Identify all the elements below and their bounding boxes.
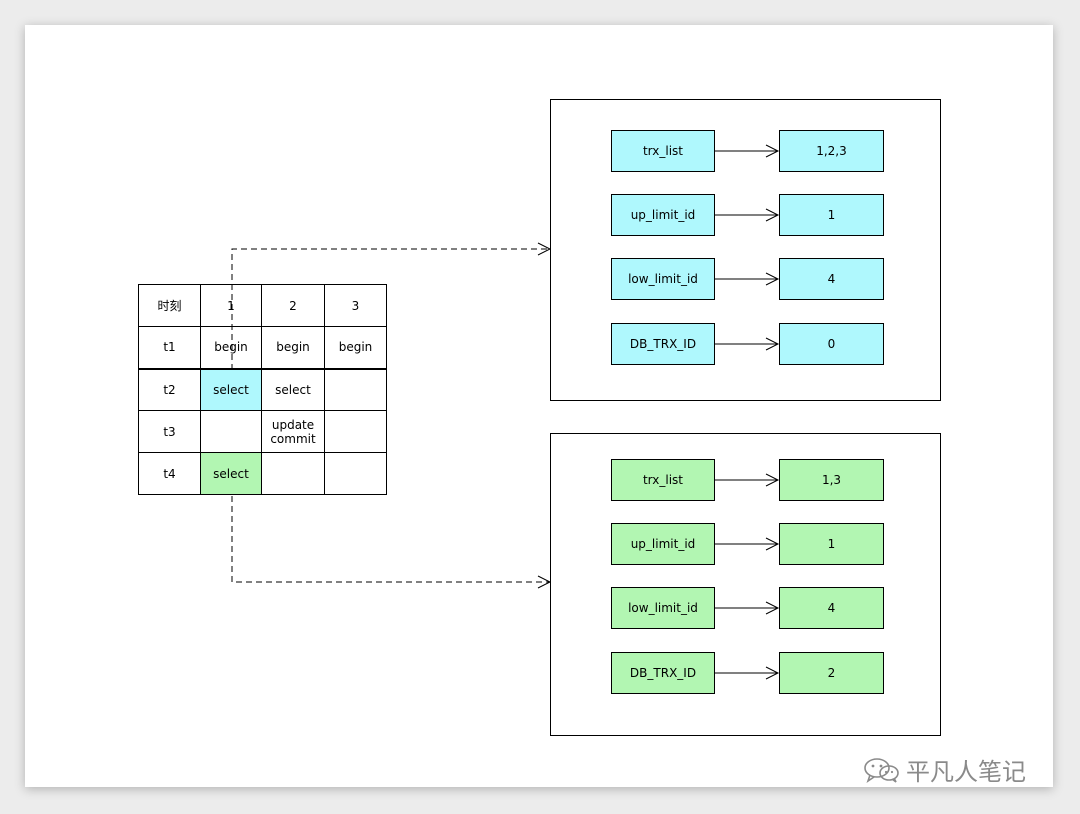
table-header-row: 时刻 1 2 3 — [138, 284, 387, 327]
value-box: 1,3 — [779, 459, 884, 501]
table-row: t1 begin begin begin — [138, 326, 387, 370]
field-box: DB_TRX_ID — [611, 652, 715, 694]
value-box: 0 — [779, 323, 884, 365]
field-box: DB_TRX_ID — [611, 323, 715, 365]
cell: begin — [261, 326, 325, 370]
header-trx-3: 3 — [324, 284, 387, 327]
field-box: trx_list — [611, 130, 715, 172]
dashed-connector-to-view-1 — [231, 248, 549, 370]
header-trx-2: 2 — [261, 284, 325, 327]
cell: begin — [324, 326, 387, 370]
watermark-text: 平凡人笔记 — [906, 758, 1026, 786]
cell — [324, 452, 387, 495]
select-cell-highlight-blue: select — [200, 368, 262, 411]
field-box: trx_list — [611, 459, 715, 501]
time-cell: t1 — [138, 326, 201, 370]
wechat-icon — [864, 757, 899, 783]
field-box: up_limit_id — [611, 523, 715, 565]
arrowhead — [765, 272, 780, 286]
time-cell: t3 — [138, 410, 201, 453]
arrowhead — [537, 242, 552, 256]
arrowhead — [537, 575, 552, 589]
value-box: 4 — [779, 587, 884, 629]
field-box: up_limit_id — [611, 194, 715, 236]
arrowhead — [765, 208, 780, 222]
dashed-connector-to-view-2 — [231, 496, 549, 583]
table-row: t2 select select — [138, 368, 387, 411]
watermark: 平凡人笔记 — [862, 752, 1026, 787]
field-box: low_limit_id — [611, 258, 715, 300]
cell — [324, 410, 387, 453]
cell: begin — [200, 326, 262, 370]
arrowhead — [765, 666, 780, 680]
field-box: low_limit_id — [611, 587, 715, 629]
arrowhead — [765, 337, 780, 351]
table-row: t4 select — [138, 452, 387, 495]
select-cell-highlight-green: select — [200, 452, 262, 495]
cell: select — [261, 368, 325, 411]
header-time: 时刻 — [138, 284, 201, 327]
value-box: 1 — [779, 523, 884, 565]
arrowhead — [765, 473, 780, 487]
arrowhead — [765, 601, 780, 615]
value-box: 1,2,3 — [779, 130, 884, 172]
time-cell: t4 — [138, 452, 201, 495]
header-trx-1: 1 — [200, 284, 262, 327]
value-box: 2 — [779, 652, 884, 694]
arrowhead — [765, 537, 780, 551]
cell — [261, 452, 325, 495]
arrowhead — [765, 144, 780, 158]
timeline-table: 时刻 1 2 3 t1 begin begin begin t2 select … — [138, 284, 387, 495]
cell — [324, 368, 387, 411]
value-box: 1 — [779, 194, 884, 236]
value-box: 4 — [779, 258, 884, 300]
